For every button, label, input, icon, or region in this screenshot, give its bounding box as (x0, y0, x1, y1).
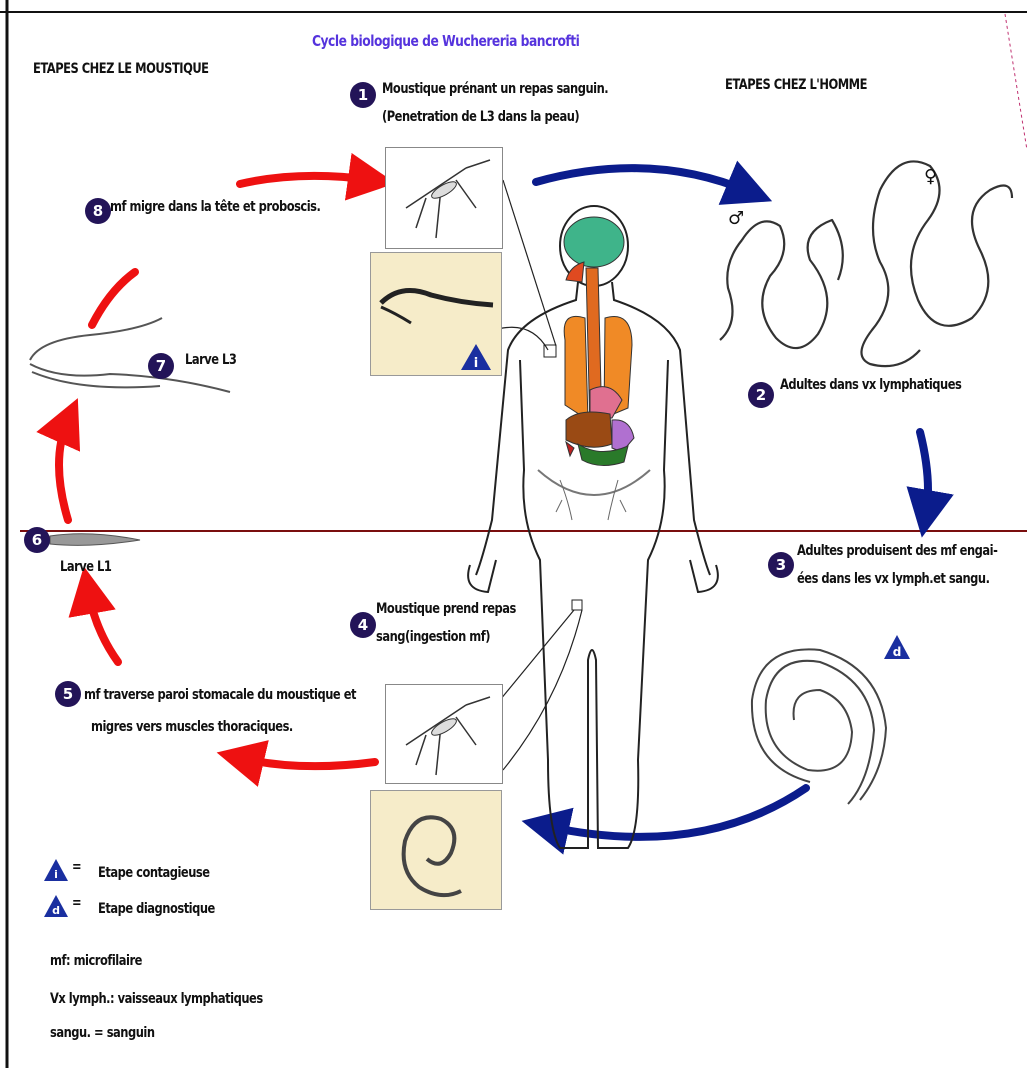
legend-infective-label: Etape contagieuse (98, 862, 210, 884)
brain (564, 217, 624, 267)
arrow-3-to-4 (545, 788, 806, 837)
svg-text:i: i (474, 356, 478, 371)
legend-equals-1: = (72, 856, 81, 878)
step-5-badge: 5 (55, 681, 81, 707)
page-curl-edge (1005, 14, 1027, 150)
arrow-1-to-2 (536, 168, 750, 192)
step-5-line-1: mf traverse paroi stomacale du moustique… (84, 684, 356, 706)
legend-equals-2: = (72, 892, 81, 914)
larva-L1 (50, 534, 140, 546)
microfilaria-panel-bottom (370, 790, 502, 910)
male-symbol: ♂ (728, 208, 744, 230)
step-4-line-1: Moustique prend repas (376, 598, 516, 620)
lymph-vessels (556, 480, 626, 520)
arrow-5-to-6 (88, 590, 118, 662)
step-6-line-1: Larve L1 (60, 556, 111, 578)
liver (566, 412, 612, 447)
female-symbol: ♀ (924, 166, 937, 188)
mosquito-panel-bottom (385, 684, 503, 784)
step-2-badge: 2 (748, 382, 774, 408)
bite-site-bottom (572, 600, 582, 610)
adult-worms (720, 161, 1012, 366)
arrow-2-to-3 (920, 432, 928, 514)
female-worm (861, 161, 1012, 366)
section-mosquito-heading: ETAPES CHEZ LE MOUSTIQUE (33, 58, 209, 80)
legend-diagnostic-label: Etape diagnostique (98, 898, 215, 920)
step-8-line-1: mf migre dans la tête et proboscis. (110, 196, 320, 218)
arrow-7-to-8 (92, 272, 135, 325)
step-3-badge: 3 (768, 552, 794, 578)
step-3-line-1: Adultes produisent des mf engai- (797, 540, 997, 562)
arrow-8-to-1 (240, 176, 372, 184)
mosquito-icon (386, 148, 502, 248)
male-worm (720, 220, 843, 348)
mosquito-icon-2 (386, 685, 502, 783)
legend-diagnostic-marker: d (42, 893, 70, 919)
diagnostic-stage-marker: d (882, 633, 912, 661)
svg-text:d: d (52, 904, 60, 917)
red-arrows (59, 176, 375, 766)
legend-note-vx-lymph: Vx lymph.: vaisseaux lymphatiques (50, 988, 263, 1010)
stomach (612, 420, 634, 452)
microfilaria-sheathed (752, 649, 886, 804)
left-lung (564, 316, 588, 420)
svg-text:d: d (893, 645, 902, 659)
legend-infective-marker: i (42, 857, 70, 883)
legend-note-sangu: sangu. = sanguin (50, 1022, 154, 1044)
step-1-line-1: Moustique prénant un repas sanguin. (382, 78, 608, 100)
arrow-6-to-7 (59, 420, 68, 520)
kidney (566, 442, 574, 456)
step-6-badge: 6 (24, 527, 50, 553)
step-8-badge: 8 (85, 198, 111, 224)
step-3-line-2: ées dans les vx lymph.et sangu. (797, 568, 989, 590)
arrow-4-to-5 (240, 758, 375, 766)
section-human-heading: ETAPES CHEZ L'HOMME (725, 74, 867, 96)
infective-stage-marker: i (459, 342, 493, 372)
step-1-badge: 1 (350, 82, 376, 108)
step-5-line-2: migres vers muscles thoraciques. (91, 716, 293, 738)
step-4-line-2: sang(ingestion mf) (376, 626, 490, 648)
legend-note-mf: mf: microfilaire (50, 950, 142, 972)
microfilaria-closeup (371, 791, 501, 909)
step-7-line-1: Larve L3 (185, 349, 236, 371)
mosquito-panel-top (385, 147, 503, 249)
step-1-line-2: (Penetration de L3 dans la peau) (382, 106, 579, 128)
step-2-line-1: Adultes dans vx lymphatiques (780, 374, 961, 396)
svg-text:i: i (54, 868, 58, 881)
step-4-badge: 4 (350, 612, 376, 638)
step-7-badge: 7 (148, 353, 174, 379)
diagram-title: Cycle biologique de Wuchereria bancrofti (312, 30, 579, 52)
